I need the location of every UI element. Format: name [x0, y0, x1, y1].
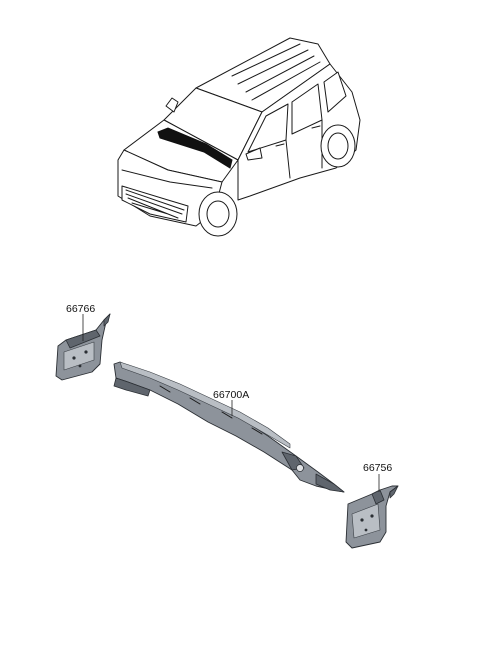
- cowl-side-extension-right-icon: [345, 485, 399, 549]
- part-number-66700A: 66700A: [213, 389, 249, 401]
- cowl-top-panel-icon: [113, 361, 345, 493]
- part-number-66766: 66766: [66, 303, 95, 315]
- part-number-66756: 66756: [363, 462, 392, 474]
- vehicle-illustration-icon: [117, 37, 361, 237]
